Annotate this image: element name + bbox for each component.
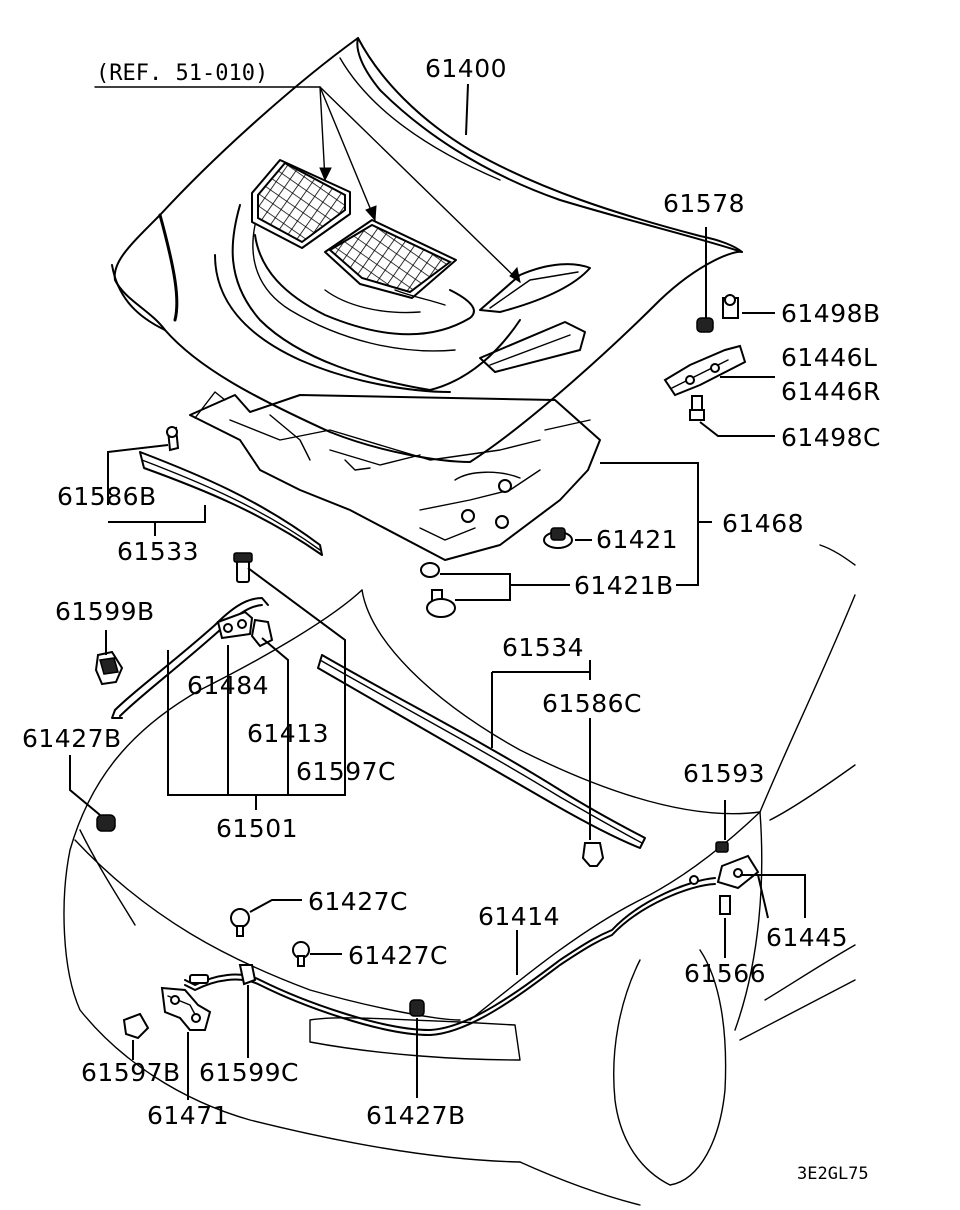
label-61484: 61484 — [187, 671, 269, 700]
label-61446R: 61446R — [781, 377, 881, 406]
label-61534: 61534 — [502, 633, 584, 662]
leader-lines-left — [107, 444, 206, 536]
center-seal — [317, 654, 646, 867]
label-61427C-upper: 61427C — [308, 887, 408, 916]
label-61586B: 61586B — [57, 482, 157, 511]
hood-insulator — [189, 391, 601, 561]
label-61586C: 61586C — [542, 689, 642, 718]
label-61421B: 61421B — [574, 571, 674, 600]
label-61471: 61471 — [147, 1101, 229, 1130]
reference-note: (REF. 51-010) — [96, 61, 268, 86]
hinge-group — [663, 227, 775, 437]
label-61414: 61414 — [478, 902, 560, 931]
label-61400: 61400 — [425, 54, 507, 83]
label-61501: 61501 — [216, 814, 298, 843]
front-weatherstrip — [139, 426, 323, 556]
label-61427B-bottom: 61427B — [366, 1101, 466, 1130]
hood-lock — [122, 964, 257, 1100]
label-61599C: 61599C — [199, 1058, 299, 1087]
label-61498C: 61498C — [781, 423, 881, 452]
label-61421: 61421 — [596, 525, 678, 554]
label-61533: 61533 — [117, 537, 199, 566]
drawing-code: 3E2GL75 — [797, 1164, 869, 1184]
label-61445: 61445 — [766, 923, 848, 952]
bumpers-61427C — [230, 899, 425, 1098]
label-61597C: 61597C — [296, 757, 396, 786]
hood-bumpers — [420, 462, 712, 618]
label-61427C-lower: 61427C — [348, 941, 448, 970]
label-61446L: 61446L — [781, 343, 877, 372]
label-61413: 61413 — [247, 719, 329, 748]
label-61597B: 61597B — [81, 1058, 181, 1087]
part-labels: (REF. 51-010) 61400 61578 61498B 61446L … — [22, 54, 881, 1184]
label-61498B: 61498B — [781, 299, 881, 328]
hood-panel — [94, 37, 743, 463]
support-rod-group — [94, 552, 346, 810]
label-61593: 61593 — [683, 759, 765, 788]
label-61578: 61578 — [663, 189, 745, 218]
label-61566: 61566 — [684, 959, 766, 988]
label-61599B: 61599B — [55, 597, 155, 626]
label-61427B-left: 61427B — [22, 724, 122, 753]
bumper-61427B-left — [69, 755, 116, 832]
latch-release-cable — [184, 800, 806, 1036]
label-61468: 61468 — [722, 509, 804, 538]
